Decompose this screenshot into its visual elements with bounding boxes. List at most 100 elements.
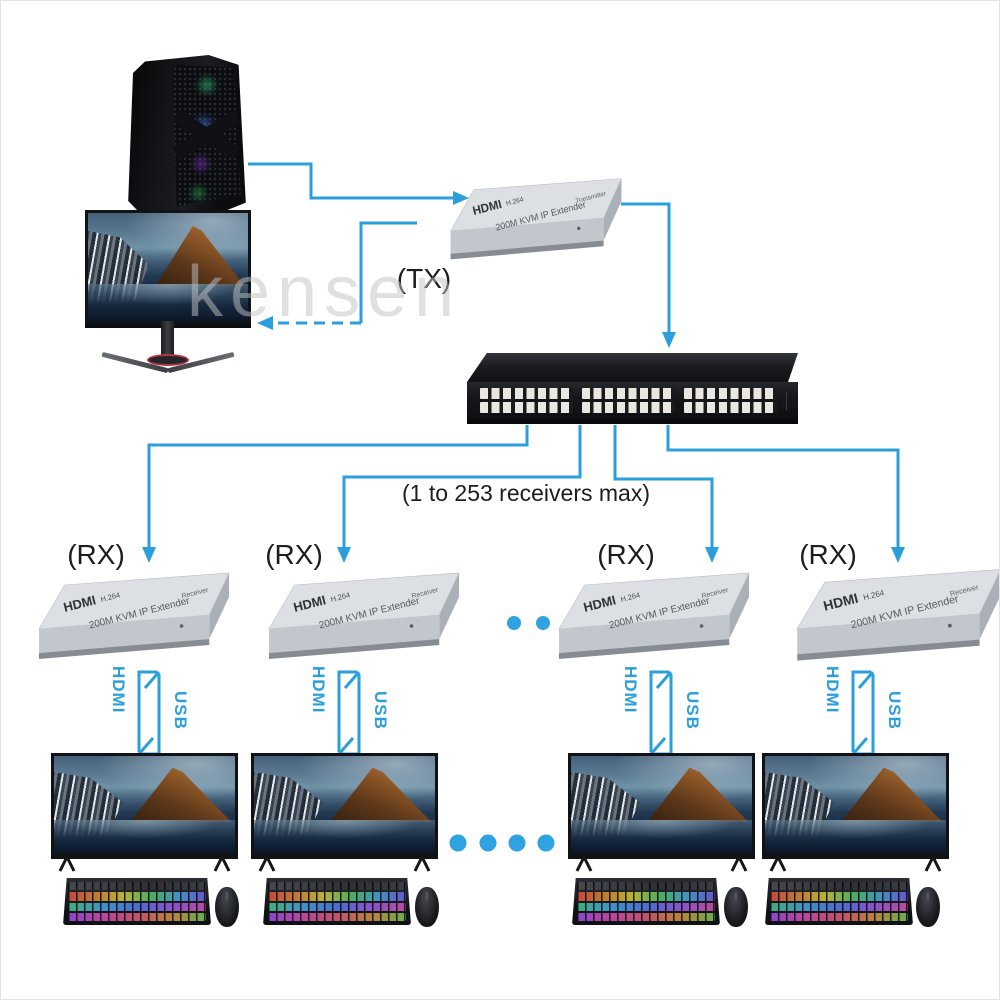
receiver-graphic: HDMI H.264 200M KVM IP Extender Receiver xyxy=(38,572,230,659)
display-3 xyxy=(568,753,755,859)
receivers-max-note: (1 to 253 receivers max) xyxy=(402,480,650,506)
source-monitor xyxy=(85,210,251,374)
wallpaper-mountain xyxy=(647,767,749,822)
arrowhead-to-switch xyxy=(662,332,676,348)
receiver-box-1: HDMI H.264 200M KVM IP Extender Receiver xyxy=(35,565,233,665)
keyboard-keys-row xyxy=(577,882,715,891)
monitor-stand-neck xyxy=(161,321,174,359)
display-1 xyxy=(51,753,238,859)
arrowhead-to-receiver-1 xyxy=(142,547,156,563)
wallpaper-water xyxy=(765,820,946,853)
ellipsis-dots-displays xyxy=(449,834,555,852)
usb-label: USB xyxy=(371,691,390,730)
keyboard-keys-row xyxy=(68,902,206,911)
wire-transmitter-to-switch xyxy=(621,202,671,332)
ethernet-ports-row xyxy=(480,388,573,399)
keyboard-keys-row xyxy=(770,902,908,911)
wallpaper-mountain xyxy=(130,767,232,822)
monitor-wallpaper xyxy=(88,213,248,321)
display-wallpaper xyxy=(54,756,235,853)
keyboard-keys-row xyxy=(68,912,206,921)
keyboard-2 xyxy=(263,878,411,925)
network-switch xyxy=(467,353,798,424)
keyboard-keys-row xyxy=(68,892,206,901)
ellipsis-dots-receivers xyxy=(507,616,550,630)
keyboard-keys-row xyxy=(770,892,908,901)
display-wallpaper xyxy=(765,756,946,853)
monitor-stand-hub xyxy=(147,354,189,366)
receiver-box-2: HDMI H.264 200M KVM IP Extender Receiver xyxy=(265,565,463,665)
keyboard-keys-row xyxy=(268,892,406,901)
switch-front-panel xyxy=(467,382,798,419)
keyboard-1 xyxy=(63,878,211,925)
wallpaper-water xyxy=(571,820,752,853)
mouse-1 xyxy=(215,887,239,927)
wallpaper-water xyxy=(54,820,235,853)
ethernet-ports-row xyxy=(684,402,777,413)
keyboard-4 xyxy=(765,878,913,925)
display-2 xyxy=(251,753,438,859)
transmitter-graphic: HDMI H.264 200M KVM IP Extender Transmit… xyxy=(450,178,622,260)
hdmi-down-arrow xyxy=(649,670,669,755)
hdmi-usb-arrows-4: HDMI USB xyxy=(821,663,905,767)
keyboard-keys-row xyxy=(577,902,715,911)
switch-port-group xyxy=(480,388,573,413)
switch-base xyxy=(467,419,798,424)
wire-pc-to-transmitter xyxy=(248,162,453,200)
hdmi-usb-arrow-lines xyxy=(649,670,673,756)
rx-label-2: (RX) xyxy=(265,539,323,570)
usb-label: USB xyxy=(171,691,190,730)
mouse-2 xyxy=(415,887,439,927)
pc-tower xyxy=(127,55,247,219)
hdmi-down-arrow xyxy=(137,670,157,755)
keyboard-keys-row xyxy=(770,912,908,921)
keyboard-keys-row xyxy=(268,882,406,891)
mouse-4 xyxy=(916,887,940,927)
arrowhead-to-monitor xyxy=(257,316,273,330)
wallpaper-mountain xyxy=(330,767,432,822)
keyboard-keys-row xyxy=(268,912,406,921)
arrowhead-to-receiver-2 xyxy=(337,547,351,563)
display-wallpaper xyxy=(254,756,435,853)
wallpaper-water xyxy=(254,820,435,853)
transmitter-box: HDMI H.264 200M KVM IP Extender Transmit… xyxy=(447,171,625,265)
switch-label-area xyxy=(786,391,792,410)
hdmi-label: HDMI xyxy=(109,666,128,714)
hdmi-usb-arrows-1: HDMI USB xyxy=(107,663,191,767)
wallpaper-water xyxy=(88,284,248,321)
device-codec: H.264 xyxy=(505,196,524,208)
hdmi-label: HDMI xyxy=(621,666,640,714)
keyboard-keys-row xyxy=(577,892,715,901)
receiver-graphic: HDMI H.264 200M KVM IP Extender Receiver xyxy=(268,572,460,659)
receiver-graphic: HDMI H.264 200M KVM IP Extender Receiver xyxy=(796,569,999,661)
monitor-bezel xyxy=(85,210,251,328)
rx-label-3: (RX) xyxy=(597,539,655,570)
usb-label: USB xyxy=(683,691,702,730)
ethernet-ports-row xyxy=(582,388,675,399)
hdmi-usb-arrows-2: HDMI USB xyxy=(307,663,391,767)
hdmi-down-arrow xyxy=(851,670,871,755)
switch-top-face xyxy=(467,353,798,382)
mouse-3 xyxy=(724,887,748,927)
receiver-graphic: HDMI H.264 200M KVM IP Extender Receiver xyxy=(558,572,750,659)
hdmi-label: HDMI xyxy=(309,666,328,714)
hdmi-usb-arrows-3: HDMI USB xyxy=(619,663,703,767)
ethernet-ports-row xyxy=(480,402,573,413)
rx-label-4: (RX) xyxy=(799,539,857,570)
keyboard-keys-row xyxy=(68,882,206,891)
tv-legs xyxy=(58,853,942,872)
hdmi-down-arrow xyxy=(337,670,357,755)
pc-front-brace xyxy=(175,71,240,199)
usb-label: USB xyxy=(885,691,904,730)
ethernet-ports-row xyxy=(684,388,777,399)
keyboard-keys-row xyxy=(268,902,406,911)
receiver-box-3: HDMI H.264 200M KVM IP Extender Receiver xyxy=(555,565,753,665)
receiver-box-4: HDMI H.264 200M KVM IP Extender Receiver xyxy=(793,561,999,667)
display-4 xyxy=(762,753,949,859)
keyboard-keys-row xyxy=(770,882,908,891)
ethernet-ports-row xyxy=(582,402,675,413)
switch-port-group xyxy=(684,388,777,413)
wallpaper-mountain xyxy=(155,225,245,287)
keyboard-keys-row xyxy=(577,912,715,921)
